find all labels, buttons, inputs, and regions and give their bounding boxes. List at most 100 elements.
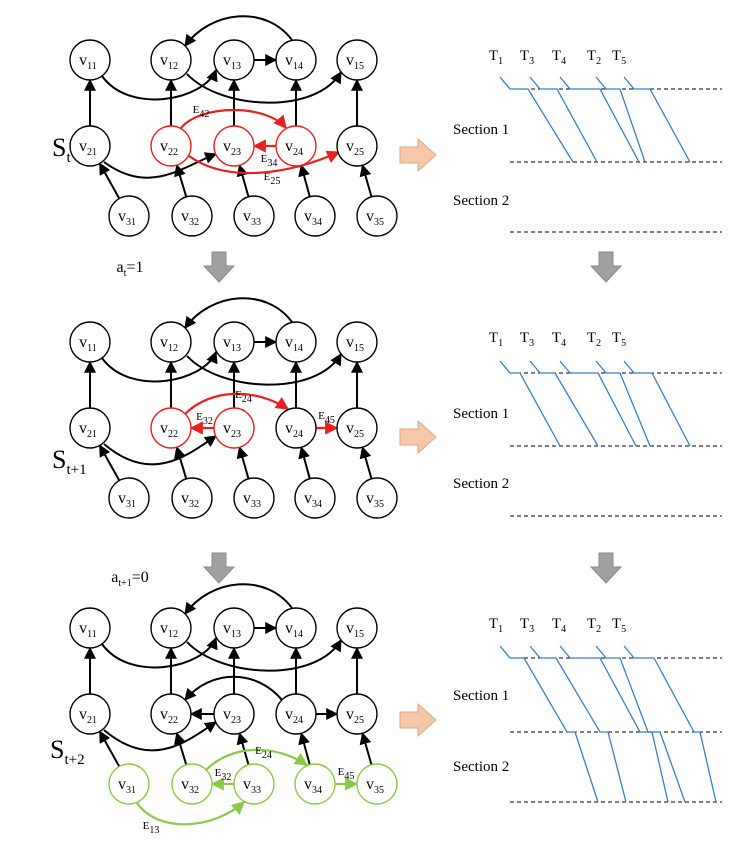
train-label-4: T5 [612,48,626,67]
down-arrow-left-1 [202,251,236,283]
edge-v31-v21 [98,444,121,482]
node-label-v23: v23 [223,706,241,726]
action-label-0: at=1 [117,259,144,279]
node-label-v21: v21 [79,138,97,158]
node-v22 [150,125,192,167]
node-v13 [213,607,255,649]
node-v33 [233,477,275,519]
train-path-1 [529,360,599,447]
node-v11 [69,607,111,649]
node-v24 [275,693,317,735]
edge-v32-v22 [174,446,188,480]
train-label-1: T3 [520,48,534,67]
node-v34 [294,195,336,237]
node-label-v15: v15 [346,620,364,640]
edge-v33-v23 [236,164,250,198]
node-label-v25: v25 [346,706,364,726]
train-path-1 [529,76,598,163]
node-v33 [233,195,275,237]
train-label-0: T1 [489,616,503,635]
right-arrow-3 [399,702,437,738]
node-label-v24: v24 [285,138,303,158]
section-label-1: Section 2 [453,476,509,492]
node-v22 [150,407,192,449]
node-label-v34: v34 [304,208,322,228]
node-label-v33: v33 [243,208,261,228]
edge-v21-v23 [103,152,218,179]
node-label-v14: v14 [285,52,303,72]
train-label-2: T4 [552,330,566,349]
node-label-v32: v32 [181,490,199,510]
state-label-2: St+2 [50,735,85,768]
node-v31 [108,477,150,519]
edge-label-v32-v34: E24 [255,745,272,761]
node-v15 [336,321,378,363]
edge-label-v23-v22: E32 [196,411,213,427]
node-v11 [69,39,111,81]
node-v13 [213,321,255,363]
train-path-2 [559,360,637,447]
node-v35 [356,195,398,237]
node-v35 [356,763,398,805]
edge-v35-v25 [359,732,373,766]
edge-v33-v23 [236,446,250,480]
edge-label-v24-v25: E45 [318,410,335,426]
node-v25 [336,693,378,735]
train-label-2: T4 [552,616,566,635]
node-label-v32: v32 [181,208,199,228]
edge-v31-v21 [98,162,121,200]
right-arrow-1 [399,137,437,173]
train-path-3 [595,645,669,803]
section-label-0: Section 1 [453,688,509,704]
node-v14 [275,321,317,363]
edge-label-v31-v33: E13 [143,820,160,836]
node-v21 [69,407,111,449]
highlight-edge-v22-v25 [188,150,341,175]
train-path-4 [623,360,691,447]
train-label-4: T5 [612,330,626,349]
train-label-1: T3 [520,330,534,349]
node-v31 [108,763,150,805]
down-arrow-right-2 [589,552,623,584]
edge-label-v22-v25: E25 [264,171,281,187]
node-label-v12: v12 [160,620,178,640]
node-v11 [69,321,111,363]
train-label-1: T3 [520,616,534,635]
node-v34 [294,477,336,519]
node-label-v33: v33 [243,490,261,510]
train-label-4: T5 [612,616,626,635]
node-v21 [69,693,111,735]
node-label-v22: v22 [160,706,178,726]
node-v22 [150,693,192,735]
node-label-v24: v24 [285,420,303,440]
train-path-4 [623,76,691,163]
node-label-v25: v25 [346,138,364,158]
train-path-4 [623,645,717,803]
highlight-edge-v32-v34 [205,748,309,771]
node-v15 [336,607,378,649]
section-label-1: Section 2 [453,193,509,209]
edge-v14-v12 [184,583,293,615]
node-label-v31: v31 [118,776,136,796]
edge-v12-v15 [186,352,342,386]
state-label-1: St+1 [52,445,87,478]
node-v12 [150,607,192,649]
section-label-1: Section 2 [453,759,509,775]
train-label-3: T2 [587,616,601,635]
train-path-0 [499,360,561,447]
edge-v11-v13 [101,636,218,669]
node-label-v24: v24 [285,706,303,726]
node-label-v31: v31 [118,208,136,228]
node-v34 [294,763,336,805]
node-label-v15: v15 [346,334,364,354]
node-label-v31: v31 [118,490,136,510]
node-label-v35: v35 [366,208,384,228]
right-arrow-2 [399,419,437,455]
edge-v21-v23 [103,435,217,466]
down-arrow-right-1 [589,251,623,283]
train-path-0 [499,76,574,163]
edge-v34-v24 [298,164,311,197]
